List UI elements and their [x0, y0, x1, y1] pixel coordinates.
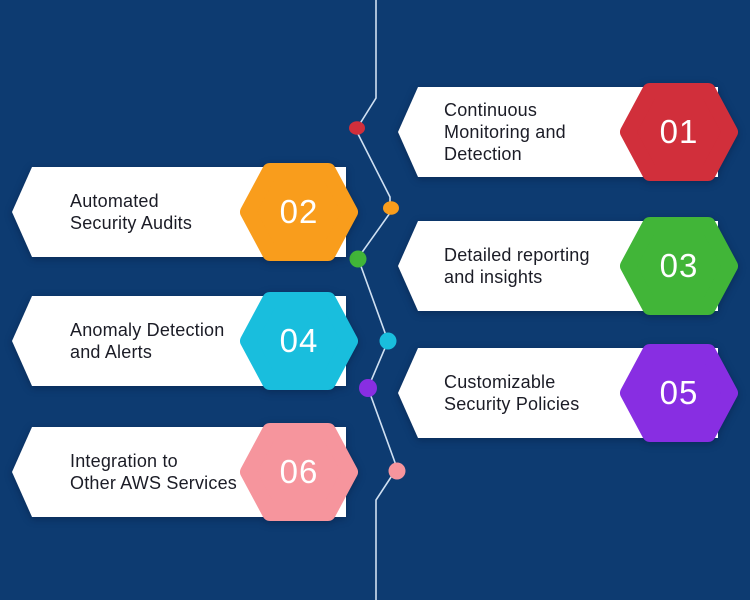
feature-item-03: Detailed reporting and insights 03 — [398, 217, 742, 315]
hexagon-shape — [620, 217, 738, 315]
timeline-dot-2 — [383, 201, 399, 215]
feature-number: 06 — [279, 453, 319, 490]
number-hexagon: 01 — [620, 83, 738, 181]
timeline-line — [355, 0, 398, 600]
hexagon-shape — [620, 344, 738, 442]
feature-item-04: Anomaly Detection and Alerts 04 — [12, 292, 360, 390]
hexagon-shape — [240, 423, 358, 521]
feature-label: Automated Security Audits — [70, 190, 193, 233]
feature-item-06: Integration to Other AWS Services 06 — [12, 423, 360, 521]
feature-label: Continuous Monitoring and Detection — [444, 99, 566, 165]
hexagon-shape — [240, 292, 358, 390]
feature-item-01: Continuous Monitoring and Detection 01 — [398, 83, 742, 181]
timeline-dot-5 — [359, 379, 377, 397]
number-hexagon: 04 — [240, 292, 358, 390]
timeline-dot-1 — [349, 121, 365, 135]
feature-label: Customizable Security Policies — [444, 371, 580, 414]
number-hexagon: 05 — [620, 344, 738, 442]
feature-label: Anomaly Detection and Alerts — [70, 319, 225, 362]
feature-item-02: Automated Security Audits 02 — [12, 163, 360, 261]
feature-label: Detailed reporting and insights — [444, 244, 590, 287]
number-hexagon: 02 — [240, 163, 358, 261]
feature-number: 01 — [659, 113, 699, 150]
feature-item-05: Customizable Security Policies 05 — [398, 344, 742, 442]
timeline-dot-4 — [379, 332, 397, 350]
hexagon-shape — [620, 83, 738, 181]
feature-number: 03 — [659, 247, 699, 284]
feature-number: 04 — [279, 322, 319, 359]
number-hexagon: 06 — [240, 423, 358, 521]
number-hexagon: 03 — [620, 217, 738, 315]
timeline-dot-6 — [388, 462, 406, 480]
hexagon-shape — [240, 163, 358, 261]
feature-number: 02 — [279, 193, 319, 230]
feature-number: 05 — [659, 374, 699, 411]
timeline-dot-3 — [349, 250, 367, 268]
feature-label: Integration to Other AWS Services — [70, 450, 237, 493]
